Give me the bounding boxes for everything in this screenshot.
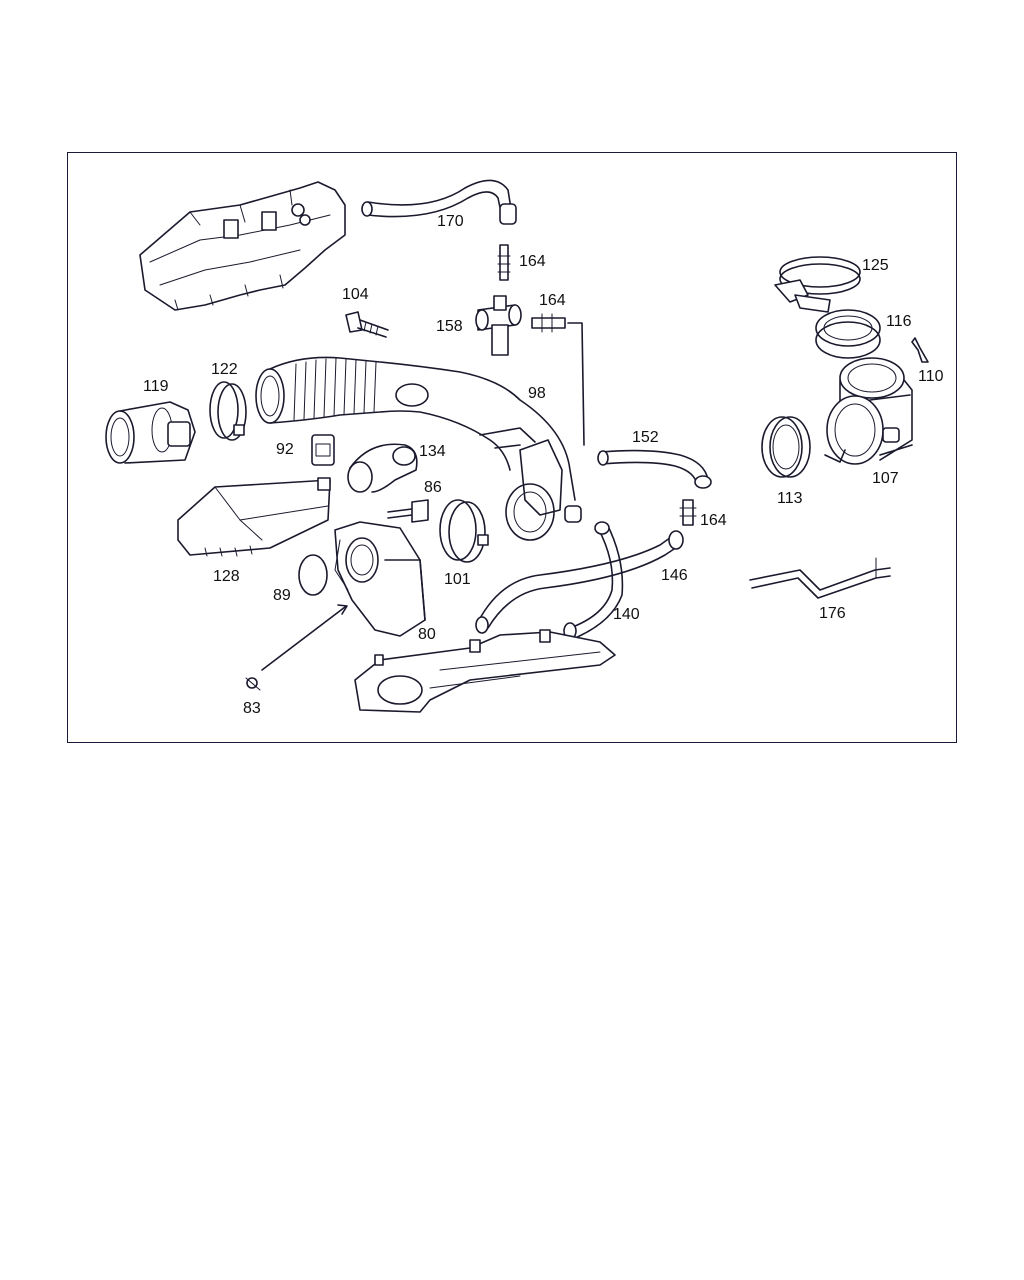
bolt-86-part (387, 499, 429, 523)
ring-113-part (761, 416, 811, 478)
label-134: 134 (419, 443, 446, 460)
clamp-125-part (774, 256, 861, 313)
oring-89-part (298, 554, 328, 596)
fitting-164-middle-part (531, 313, 585, 446)
label-113: 113 (777, 490, 803, 507)
intake-duct-98-part (255, 356, 582, 541)
label-164-right: 164 (700, 512, 727, 529)
hose-152-part (597, 449, 712, 489)
clip-83-part (245, 604, 348, 691)
hose-140-part (563, 521, 624, 640)
label-122: 122 (211, 361, 238, 378)
label-125: 125 (862, 257, 889, 274)
label-80: 80 (418, 626, 436, 643)
throttle-body-80-part (334, 521, 426, 637)
sensor-92-part (311, 434, 335, 466)
label-152: 152 (632, 429, 659, 446)
label-140: 140 (613, 606, 640, 623)
housing-107-part (824, 357, 913, 465)
hose-170-part (361, 179, 517, 225)
ring-101-part (439, 499, 489, 563)
nipple-164-right-part (679, 499, 697, 526)
label-146: 146 (661, 567, 688, 584)
label-164-middle: 164 (539, 292, 566, 309)
sensor-119-part (105, 401, 196, 464)
label-98: 98 (528, 385, 546, 402)
label-164-top: 164 (519, 253, 546, 270)
label-86: 86 (424, 479, 442, 496)
label-158: 158 (436, 318, 463, 335)
hose-146-part (475, 530, 684, 634)
clamp-122-part (209, 381, 247, 441)
label-104: 104 (342, 286, 369, 303)
line-176-part (749, 557, 891, 599)
nipple-164-top-part (497, 244, 511, 281)
label-116: 116 (886, 313, 912, 330)
cover-128-part (177, 477, 331, 557)
label-119: 119 (143, 378, 169, 395)
label-110: 110 (918, 368, 944, 385)
label-101: 101 (444, 571, 471, 588)
tee-158-part (475, 295, 522, 356)
label-92: 92 (276, 441, 294, 458)
bolt-104-part (345, 311, 389, 338)
label-176: 176 (819, 605, 846, 622)
label-89: 89 (273, 587, 291, 604)
hose-134-part (347, 443, 418, 493)
label-170: 170 (437, 213, 464, 230)
lower-manifold-part (354, 629, 616, 713)
label-83: 83 (243, 700, 261, 717)
label-107: 107 (872, 470, 899, 487)
ring-116-part (815, 309, 881, 359)
clip-110-part (911, 337, 929, 363)
label-128: 128 (213, 568, 240, 585)
intake-manifold-part (139, 181, 346, 311)
